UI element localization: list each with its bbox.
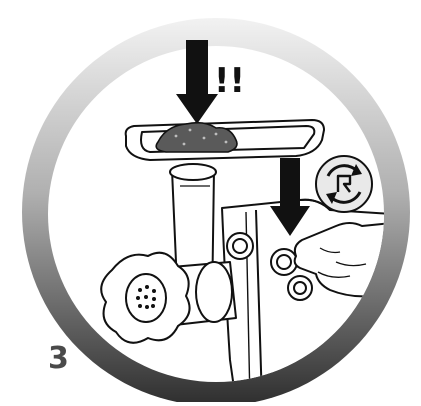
step-number: 3 xyxy=(48,344,69,374)
ring-nut xyxy=(101,253,189,343)
housing-side-knob xyxy=(227,233,253,259)
reverse-rotation-icon xyxy=(316,156,372,212)
warning-exclamation: !! xyxy=(214,61,245,101)
